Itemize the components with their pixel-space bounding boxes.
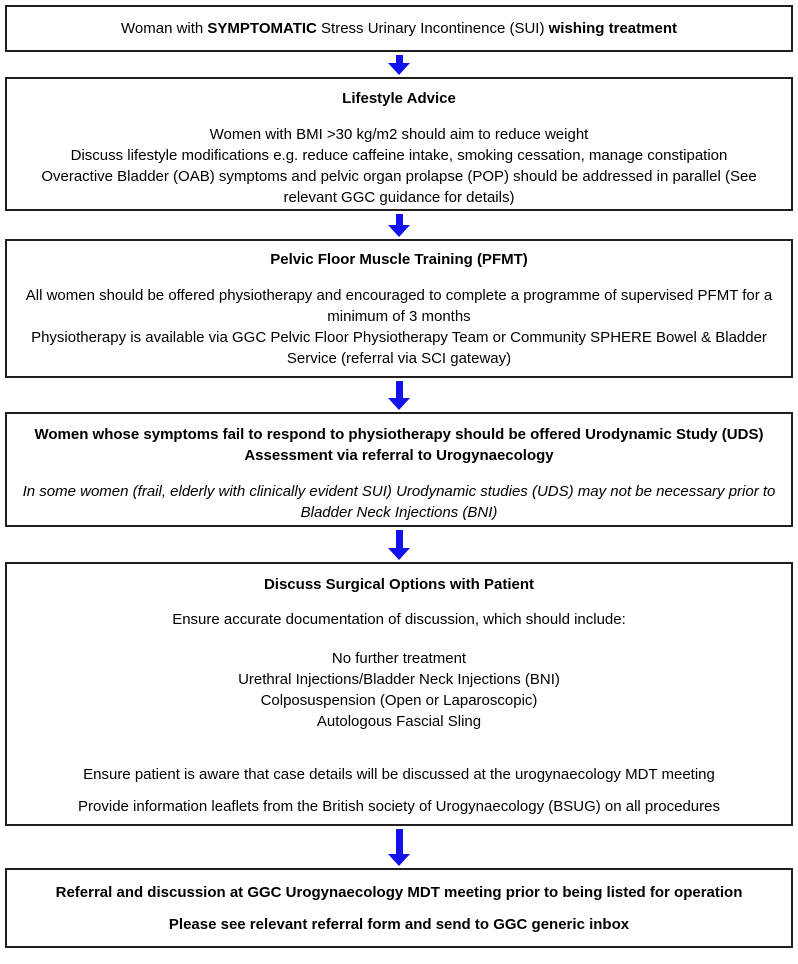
surgical-option: Urethral Injections/Bladder Neck Injecti… (238, 671, 560, 688)
arrow-head (388, 225, 410, 237)
flow-box-start: Woman with SYMPTOMATIC Stress Urinary In… (5, 5, 793, 52)
flow-arrow-down (386, 826, 412, 868)
surgical-intro: Ensure accurate documentation of discuss… (172, 611, 626, 628)
box-title: Pelvic Floor Muscle Training (PFMT) (270, 251, 528, 268)
flow-arrow-down (386, 52, 412, 77)
box-heading: Women whose symptoms fail to respond to … (34, 426, 764, 464)
surgical-option: Autologous Fascial Sling (316, 713, 482, 730)
flow-arrow-down (386, 211, 412, 239)
body-line: Physiotherapy is available via GGC Pelvi… (31, 329, 767, 367)
text-segment-bold: SYMPTOMATIC (207, 20, 317, 37)
arrow-head (388, 854, 410, 866)
arrow-head (388, 63, 410, 75)
body-line: All women should be offered physiotherap… (25, 287, 773, 325)
surgical-option: Colposuspension (Open or Laparoscopic) (260, 692, 538, 709)
text-segment: Woman with (121, 20, 208, 37)
arrow-shaft (395, 381, 403, 398)
flow-box-uds: Women whose symptoms fail to respond to … (5, 412, 793, 527)
arrow-shaft (395, 530, 403, 548)
arrow-shaft (395, 55, 403, 63)
arrow-head (388, 548, 410, 560)
box-body: Women with BMI >30 kg/m2 should aim to r… (7, 124, 791, 208)
body-line: Women with BMI >30 kg/m2 should aim to r… (209, 126, 589, 143)
body-line: Discuss lifestyle modifications e.g. red… (70, 147, 728, 164)
text-segment-bold: wishing treatment (548, 20, 677, 37)
arrow-shaft (395, 829, 403, 854)
box-title: Discuss Surgical Options with Patient (263, 576, 535, 593)
box-body: All women should be offered physiotherap… (7, 285, 791, 369)
surgical-option: No further treatment (331, 650, 467, 667)
flow-arrow-down (386, 378, 412, 412)
body-line: Overactive Bladder (OAB) symptoms and pe… (41, 168, 757, 206)
flow-box-lifestyle-advice: Lifestyle Advice Women with BMI >30 kg/m… (5, 77, 793, 211)
start-text: Woman with SYMPTOMATIC Stress Urinary In… (107, 18, 691, 39)
arrow-shaft (395, 214, 403, 225)
uds-note: In some women (frail, elderly with clini… (22, 483, 776, 521)
arrow-head (388, 398, 410, 410)
flow-box-referral: Referral and discussion at GGC Urogynaec… (5, 868, 793, 948)
flow-box-surgical-options: Discuss Surgical Options with Patient En… (5, 562, 793, 826)
flow-arrow-down (386, 527, 412, 562)
referral-line: Please see relevant referral form and se… (168, 916, 630, 933)
referral-line: Referral and discussion at GGC Urogynaec… (55, 884, 743, 901)
box-title: Lifestyle Advice (342, 90, 456, 107)
leaflets-note: Provide information leaflets from the Br… (78, 798, 720, 815)
text-segment: Stress Urinary Incontinence (SUI) (316, 20, 549, 37)
flow-box-pfmt: Pelvic Floor Muscle Training (PFMT) All … (5, 239, 793, 378)
mdt-note: Ensure patient is aware that case detail… (83, 766, 715, 783)
surgical-options-list: No further treatment Urethral Injections… (7, 648, 791, 732)
